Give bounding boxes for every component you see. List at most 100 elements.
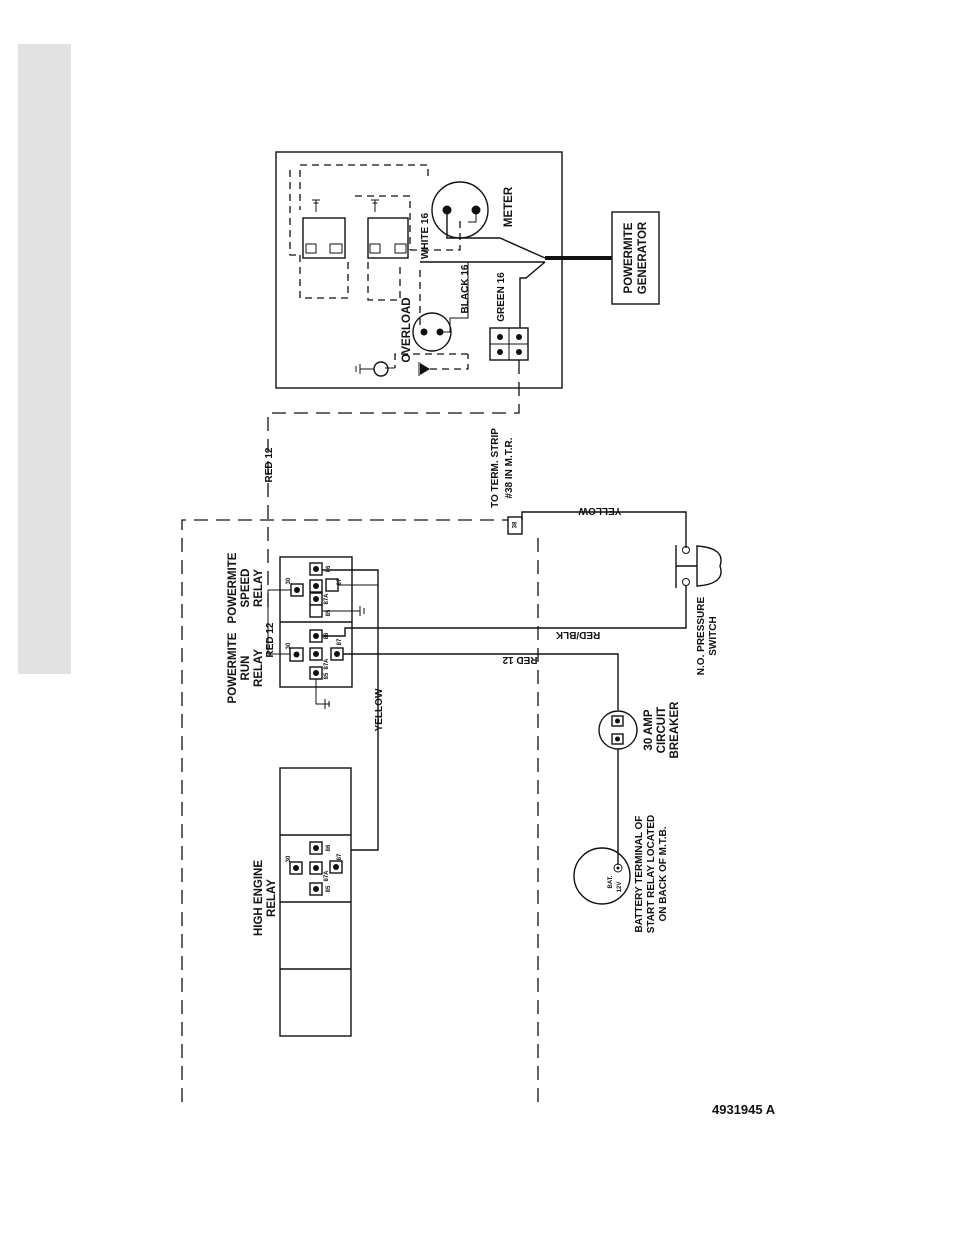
module-a-terminal-2 <box>329 243 343 254</box>
circuit-breaker-screw <box>615 718 620 724</box>
chassis-wire-left <box>181 519 508 1102</box>
speed-pin-30: 30 <box>286 577 292 584</box>
speed-pin-85: 85 <box>326 609 332 616</box>
battery-label-line1: BATTERY TERMINAL OF <box>634 816 645 933</box>
he-pin-30: 30 <box>286 855 292 862</box>
speed-relay-pin-dot <box>294 587 300 593</box>
run-relay-pin-dot <box>334 651 340 657</box>
red-blk-wire <box>322 585 687 637</box>
run-relay-pin-dot <box>313 670 319 676</box>
speed-pin-86: 86 <box>326 565 332 572</box>
he-pin-85: 85 <box>326 885 332 892</box>
cb-label-line1: 30 AMP <box>643 709 655 750</box>
overload-breaker <box>412 312 452 352</box>
internal-dashed-wire-diode <box>394 353 468 368</box>
generator-module-a <box>302 217 346 259</box>
run-pin-30: 30 <box>286 642 292 649</box>
red12-top-label: RED 12 <box>264 447 275 482</box>
page-edge-band <box>18 44 71 674</box>
generator-name-box: POWERMITE GENERATOR <box>611 211 660 305</box>
speed-relay-title-line1: POWERMITE <box>227 552 239 623</box>
red12-breaker-wire <box>343 653 619 710</box>
terminal-38 <box>507 516 523 535</box>
internal-dashed-wire-module-a <box>299 255 349 299</box>
module-b-terminal <box>369 243 381 254</box>
battery-post-center <box>616 866 620 870</box>
enclosure-outline <box>275 151 563 389</box>
battery-voltage-label: 12V <box>617 882 623 893</box>
diode-dashed-wire <box>430 354 469 370</box>
run-relay-title-line2: RUN <box>240 656 252 681</box>
speed-relay-pin-dot <box>313 566 319 572</box>
battery-post <box>613 863 623 873</box>
internal-dashed-wire-left <box>289 170 300 256</box>
high-engine-relay-panel: 86 30 87A 87 85 <box>279 767 352 1037</box>
speed-relay-title-line2: SPEED <box>240 569 252 608</box>
battery-bat-label: BAT. <box>608 875 614 888</box>
speed-relay-pin-dot <box>313 583 319 589</box>
battery-terminal-outline <box>573 847 631 905</box>
speed-relay-pin <box>309 604 323 618</box>
high-engine-relay-pin-dot <box>313 865 319 871</box>
terminal-block-screw <box>516 349 522 355</box>
run-pin-87a: 87A <box>324 658 330 670</box>
meter-label: METER <box>503 186 515 227</box>
high-engine-relay-pin-dot <box>313 845 319 851</box>
generator-label-line2: GENERATOR <box>637 221 649 294</box>
white16-label: WHITE 16 <box>420 213 431 260</box>
battery-label-line3: ON BACK OF M.T.B. <box>658 826 669 921</box>
circuit-breaker: 30 AMP CIRCUIT BREAKER <box>598 701 681 759</box>
pressure-switch-terminal-bottom <box>682 578 690 586</box>
overload-terminal-left <box>420 328 428 336</box>
battery-label-line2: START RELAY LOCATED <box>646 815 657 934</box>
yellow-pressure-wire <box>521 511 687 548</box>
overload-label: OVERLOAD <box>401 297 413 362</box>
pressure-switch-label-line1: N.O. PRESSURE <box>696 597 707 676</box>
green16-label: GREEN 16 <box>496 272 507 322</box>
ground-lamp <box>373 361 389 377</box>
run-relay-pin-dot <box>313 651 319 657</box>
terminal-block-screw <box>497 334 503 340</box>
pressure-switch: N.O. PRESSURE SWITCH <box>675 545 722 676</box>
internal-dashed-wire-meter <box>410 220 461 251</box>
module-a-terminal <box>305 243 317 254</box>
terminal-block-screw <box>516 334 522 340</box>
speed-relay-red12-jumper <box>267 589 291 615</box>
run-relay-red12-label: RED 12 <box>265 622 276 657</box>
terminal-38-label: 38 <box>513 521 519 528</box>
run-pin-85: 85 <box>324 672 330 679</box>
meter-jumper-wire <box>468 210 477 223</box>
white16-wire <box>446 210 546 259</box>
speed-pin-87a: 87A <box>324 593 330 605</box>
he-pin-87a: 87A <box>324 870 330 882</box>
he-pin-86: 86 <box>326 844 332 851</box>
yellow-top-label: YELLOW <box>578 505 621 516</box>
yellow-relay-wire <box>322 569 379 851</box>
diode-icon <box>420 363 430 375</box>
red12-cb-label: RED 12 <box>502 654 537 665</box>
pressure-switch-diaphragm <box>696 545 722 587</box>
run-relay-pin-dot <box>293 651 300 658</box>
cb-label-line2: CIRCUIT <box>656 707 668 754</box>
run-relay-title-line1: POWERMITE <box>227 632 239 703</box>
run-relay-title-line3: RELAY <box>253 649 265 687</box>
high-engine-relay-title-line2: RELAY <box>266 879 278 917</box>
speed-relay-pin-dot <box>313 596 319 602</box>
red-blk-label: RED/BLK <box>555 629 600 640</box>
high-engine-relay-pin-dot <box>313 886 319 892</box>
run-pin-87: 87 <box>337 638 343 645</box>
internal-dashed-wire-mid <box>355 195 411 250</box>
run-relay-pin-dot <box>313 633 319 639</box>
internal-dashed-wire-module-b <box>367 262 401 301</box>
he-pin-87: 87 <box>337 853 343 860</box>
speed-pin-87: 87 <box>337 578 343 585</box>
term-strip-label-line1: TO TERM. STRIP <box>490 428 501 508</box>
module-b-terminal-2 <box>394 243 407 254</box>
part-number: 4931945 A <box>712 1102 776 1117</box>
run-relay-red12-wire <box>267 615 290 655</box>
circuit-breaker-screw <box>615 736 620 742</box>
terminal-block-screw <box>497 349 503 355</box>
cb-label-line3: BREAKER <box>669 701 681 759</box>
